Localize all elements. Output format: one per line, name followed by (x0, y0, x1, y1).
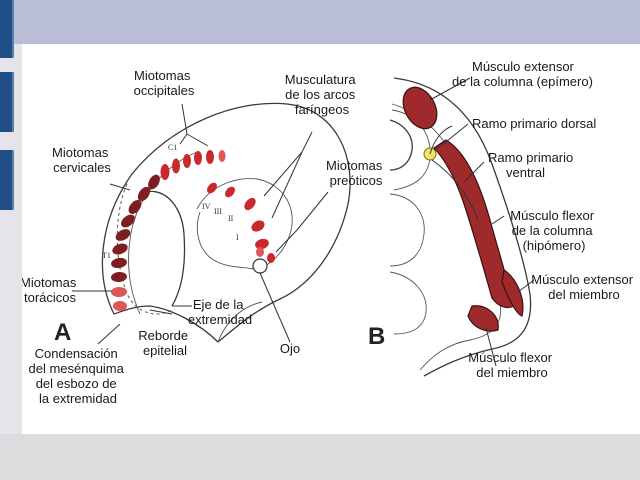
leader-line (485, 327, 497, 367)
myotome (111, 271, 127, 283)
leader-line (491, 215, 505, 225)
arch-numeral: IV (202, 202, 211, 211)
slide-edge-tab (0, 150, 14, 210)
figure-svg: C1 T1 IV III II I Miotomas occipitales M… (22, 59, 637, 406)
spinal-cord (389, 119, 413, 171)
label-thoracic-myotomes: Miotomas torácicos (22, 275, 80, 305)
arch-muscle (244, 197, 256, 211)
leader-line (517, 279, 535, 293)
myotome (115, 229, 131, 241)
leader-line (429, 77, 471, 101)
head-inner-outline (196, 178, 293, 271)
body-wall-outer (393, 77, 532, 377)
myotome (137, 186, 151, 202)
slide-edge-tab (0, 0, 14, 58)
leader-line (109, 183, 131, 191)
label-limb-flexor: Músculo flexor del miembro (468, 350, 555, 380)
myotome (160, 164, 170, 180)
arch-muscle (251, 220, 265, 232)
leader-line (259, 272, 291, 343)
preotic-myotomes (256, 247, 275, 263)
eye-outline (252, 258, 268, 274)
label-cervical-myotomes: Miotomas cervicales (52, 145, 112, 175)
panel-b-cross-section: Músculo extensor de la columna (epímero)… (368, 59, 637, 380)
arch-muscle (225, 186, 235, 198)
leader-line (463, 161, 485, 183)
cervical-thoracic-myotomes (111, 174, 160, 311)
myotome (256, 247, 264, 257)
myotome (183, 154, 191, 168)
hypomere-muscle (433, 139, 515, 309)
slide-edge-tab (0, 72, 14, 132)
label-column-flexor: Músculo flexor de la columna (hipómero) (510, 208, 597, 253)
myotome (111, 257, 127, 269)
ventral-ramus-nerve (431, 159, 479, 221)
limb-extensor-muscle (501, 268, 524, 317)
leader-line (263, 131, 313, 219)
label-preotic-myotomes: Miotomas preóticos (326, 158, 386, 188)
mesenchyme-condensation (116, 183, 175, 315)
panel-a-embryo: C1 T1 IV III II I Miotomas occipitales M… (22, 68, 386, 406)
arch-outline (196, 211, 259, 271)
label-column-extensor: Músculo extensor de la columna (epímero) (452, 59, 593, 89)
label-limb-axis: Eje de la extremidad (188, 297, 252, 327)
slide-top-band (0, 0, 640, 44)
heart-prominence (217, 301, 263, 343)
epimere-muscle (402, 86, 438, 130)
myotome (111, 286, 127, 298)
embryo-body-outline (101, 102, 351, 343)
myotome (206, 150, 214, 164)
embryo-muscle-figure: C1 T1 IV III II I Miotomas occipitales M… (22, 44, 640, 434)
myotome (121, 214, 135, 228)
myotome (113, 301, 127, 311)
panel-b-letter: B (368, 323, 385, 350)
limb-bud-outline (139, 190, 186, 307)
c1-mark: C1 (168, 143, 177, 152)
myotome (112, 243, 128, 255)
label-ventral-ramus: Ramo primario ventral (488, 150, 577, 180)
panel-a-letter: A (54, 319, 71, 346)
myotome (218, 150, 226, 162)
leader-line (435, 123, 469, 151)
label-pharyngeal-musculature: Musculatura de los arcos faríngeos (285, 72, 359, 117)
limb-flexor-muscle (467, 305, 499, 332)
occipital-myotomes (160, 150, 226, 180)
arch-muscle (255, 238, 269, 250)
dorsal-ramus-nerve (429, 125, 453, 155)
label-eye: Ojo (280, 341, 300, 356)
leader-line (97, 323, 121, 345)
slide-bottom-band (0, 434, 640, 480)
arch-numeral: I (236, 233, 239, 242)
myotome (267, 253, 275, 263)
label-limb-extensor: Músculo extensor del miembro (531, 272, 637, 302)
vertebral-body (389, 193, 425, 267)
viscera-outline (389, 271, 427, 335)
myotome (148, 174, 160, 190)
myotome (194, 151, 202, 165)
myotome (128, 200, 142, 214)
label-dorsal-ramus: Ramo primario dorsal (472, 116, 596, 131)
label-occipital-myotomes: Miotomas occipitales (134, 68, 195, 98)
label-limb-condensation: Condensación del mesénquima del esbozo d… (28, 346, 127, 406)
leader-line (275, 191, 329, 253)
myotome (172, 158, 180, 174)
arch-numeral: II (228, 214, 234, 223)
arch-numeral: III (214, 207, 222, 216)
label-epithelial-ridge: Reborde epitelial (138, 328, 192, 358)
t1-mark: T1 (102, 251, 111, 260)
leader-line (149, 309, 173, 315)
arch-muscle (207, 182, 217, 194)
pharyngeal-arch-muscles (207, 182, 269, 250)
leader-line (179, 103, 209, 147)
